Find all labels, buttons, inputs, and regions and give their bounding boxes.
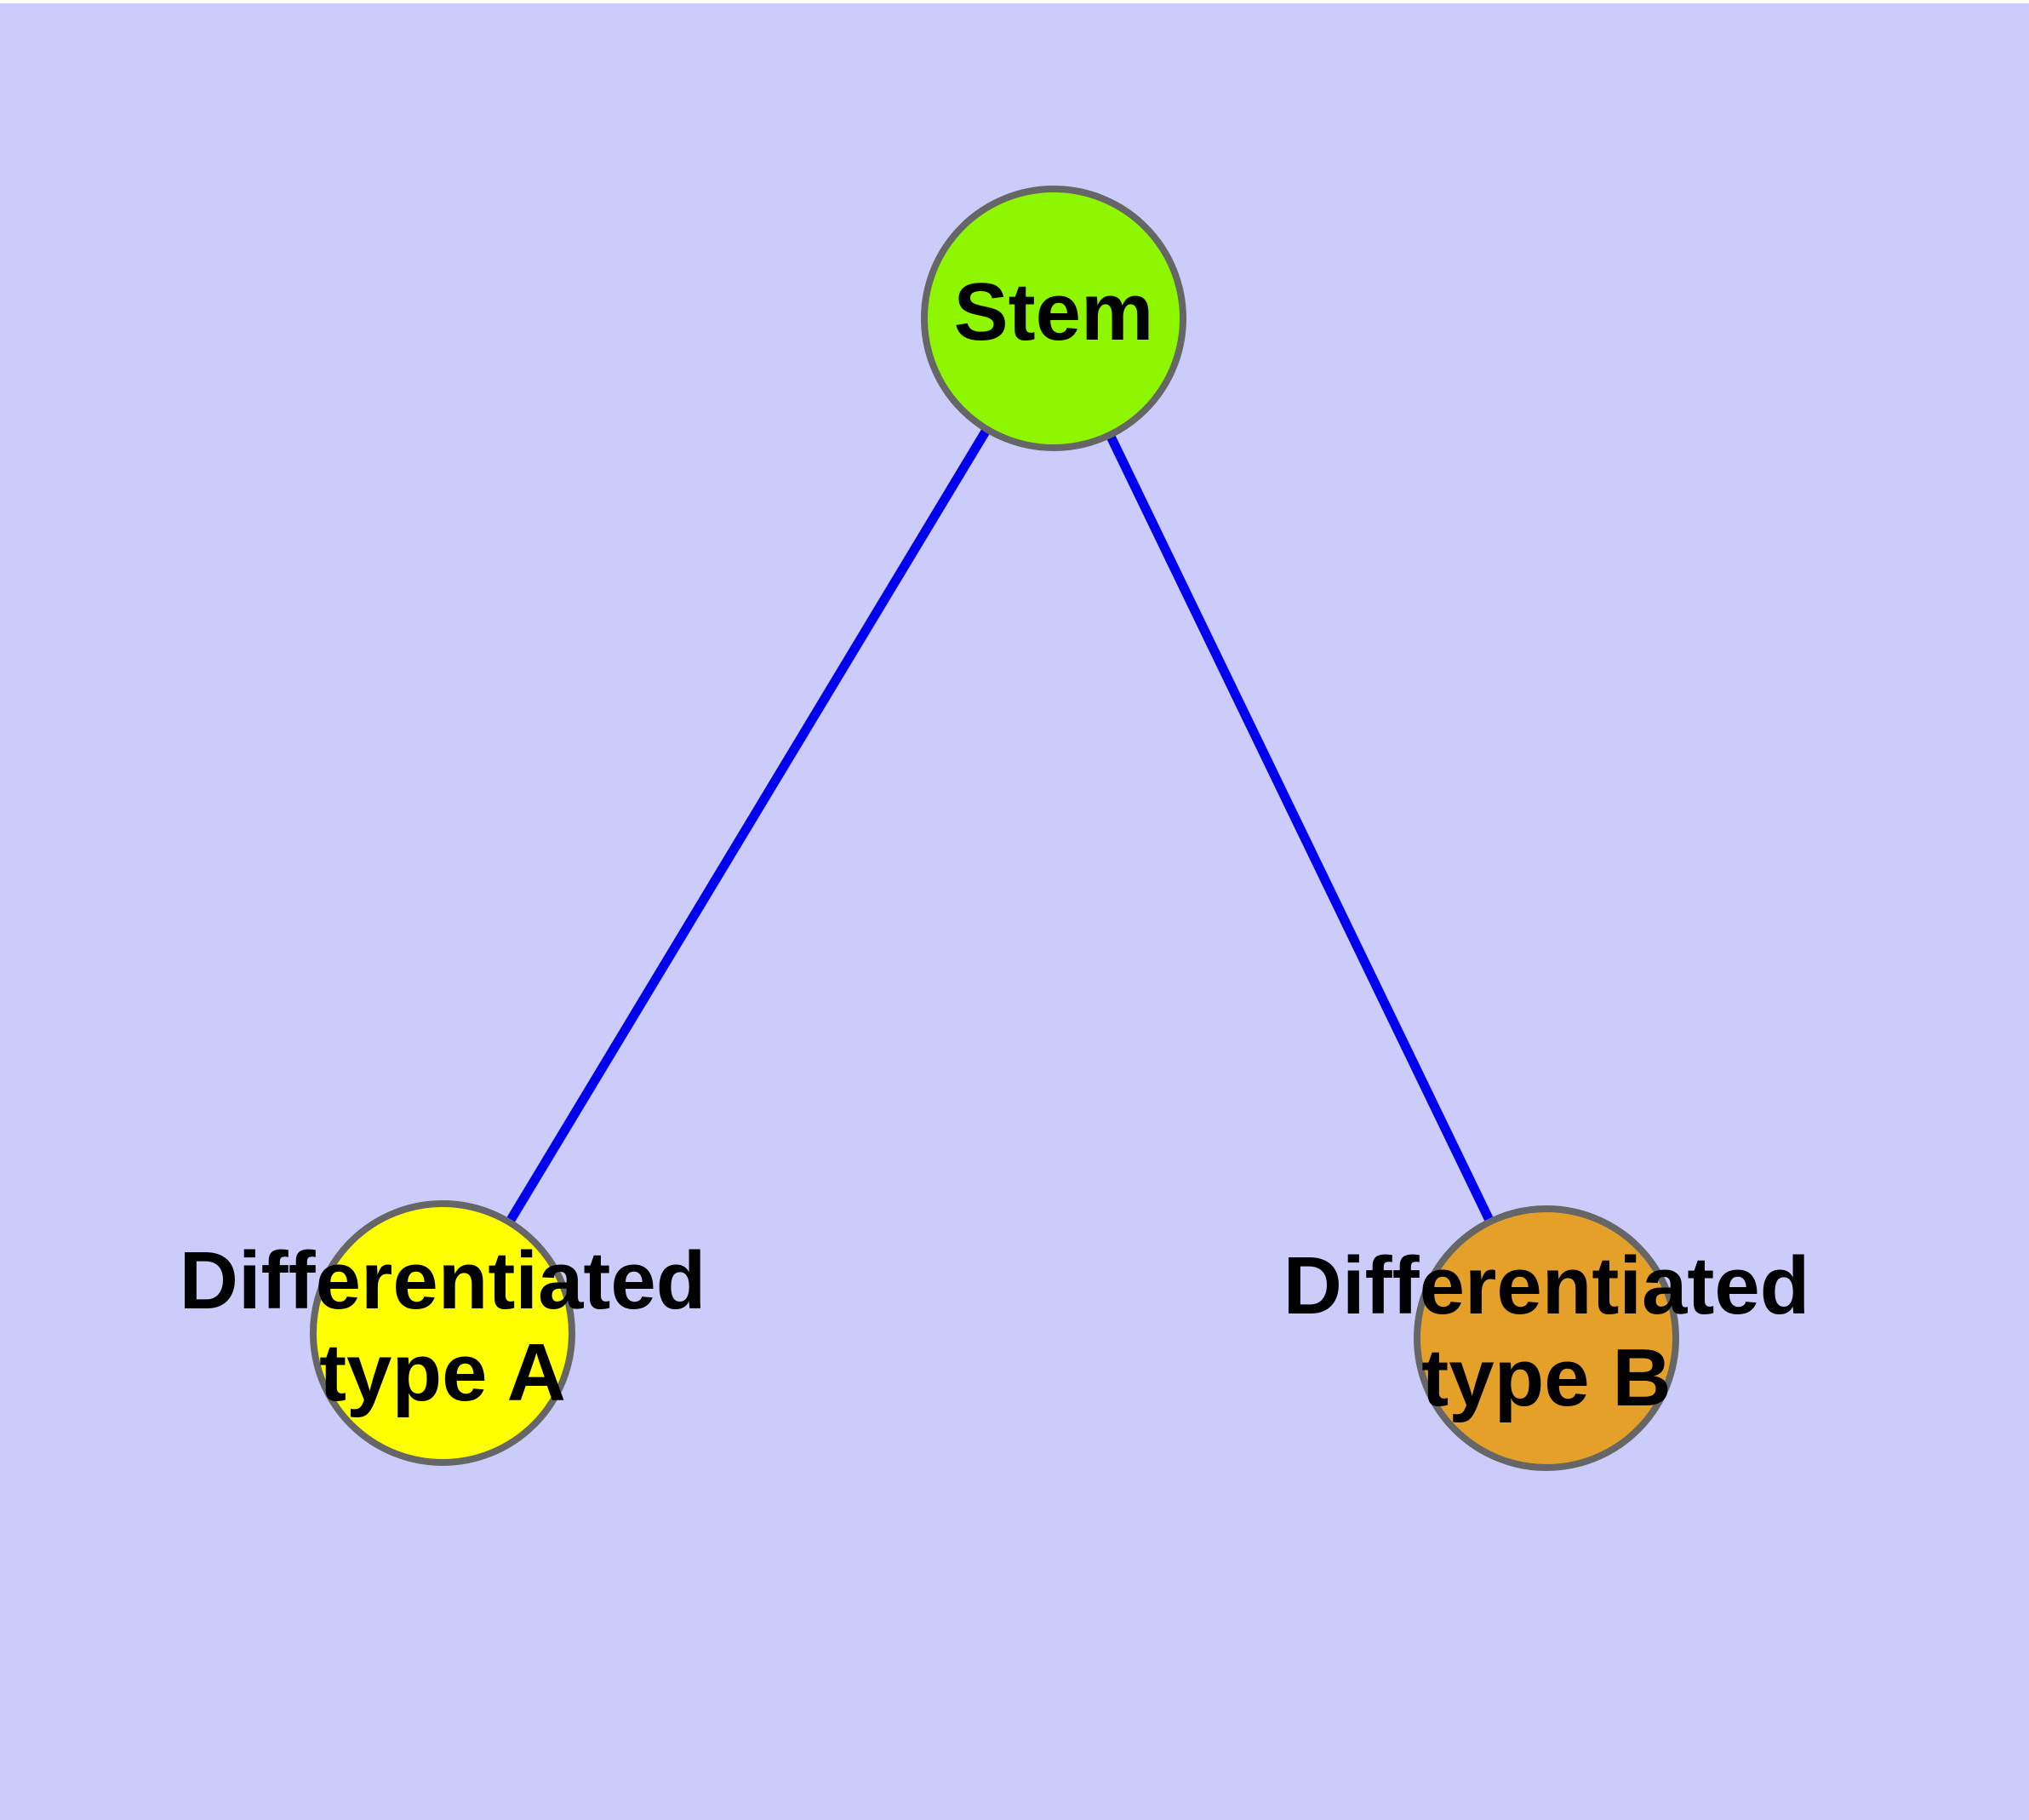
node-layer <box>310 186 1679 1471</box>
node-label-line: Differentiated <box>180 1235 706 1326</box>
node-label-line: type B <box>1421 1332 1671 1423</box>
graph-node-diff_b[interactable] <box>1414 1205 1679 1471</box>
node-label-line: type A <box>319 1327 566 1418</box>
graph-node-diff_a[interactable] <box>310 1200 575 1466</box>
edge-layer <box>504 376 1495 1227</box>
graph-edge <box>1080 380 1495 1226</box>
graph-node-label-stem: Stem <box>954 266 1154 358</box>
node-label-line: Stem <box>954 266 1154 358</box>
graph-node-stem[interactable] <box>921 186 1186 451</box>
graph-edge <box>504 376 1021 1227</box>
node-label-line: Differentiated <box>1283 1240 1810 1331</box>
